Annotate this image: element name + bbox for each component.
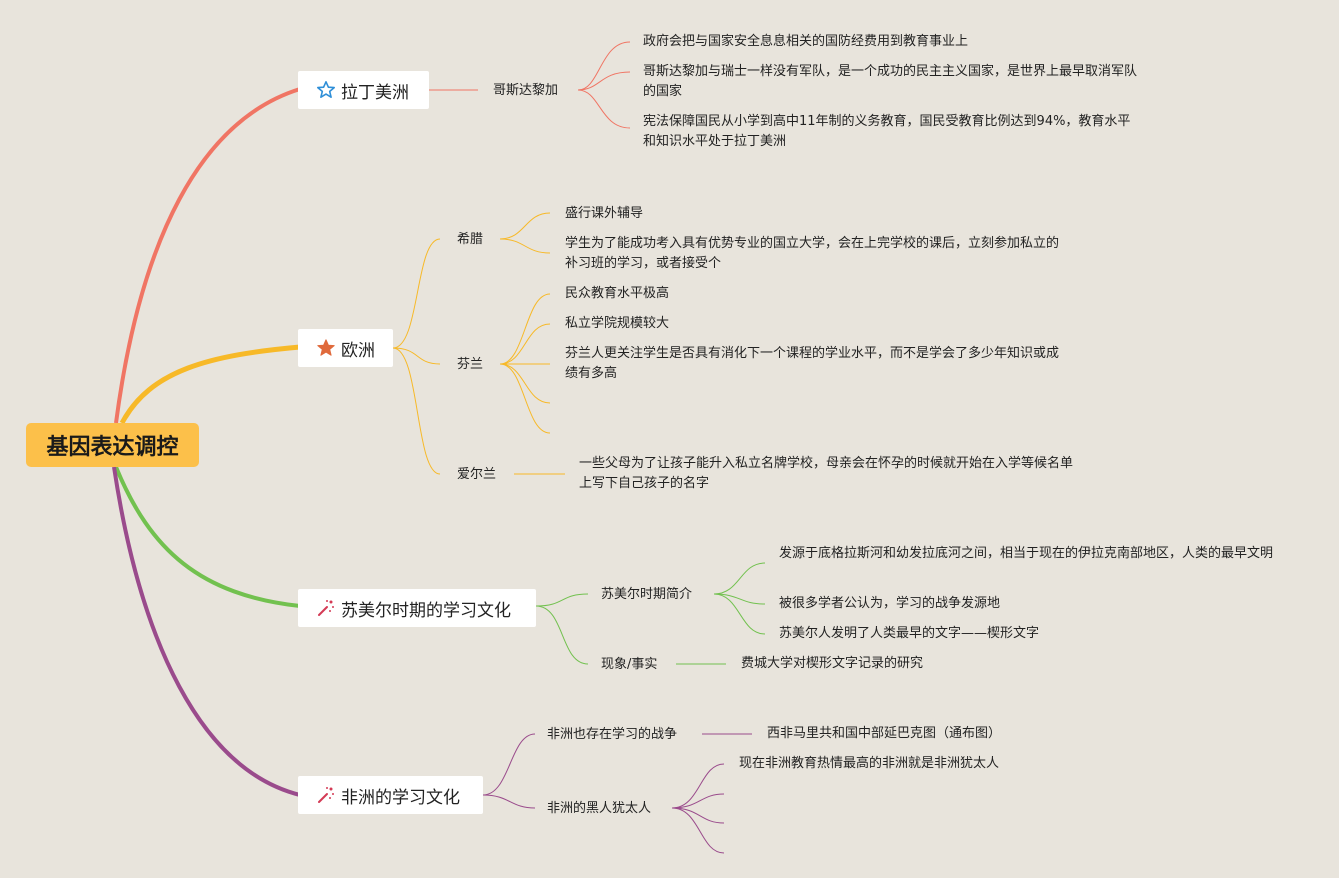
branch-africa[interactable]: 非洲的学习文化 [298,776,483,814]
sub-sumer-intro[interactable]: 苏美尔时期简介 [601,587,693,602]
leaf-item[interactable]: 哥斯达黎加与瑞士一样没有军队，是一个成功的民主主义国家，是世界上最早取消军队的国… [643,64,1138,99]
sub-black-jews[interactable]: 非洲的黑人犹太人 [547,801,652,816]
branch-label: 欧洲 [341,340,375,361]
sub-costa-rica[interactable]: 哥斯达黎加 [493,83,559,98]
branch-latin-america[interactable]: 拉丁美洲 [298,71,429,109]
leaf-item[interactable]: 发源于底格拉斯河和幼发拉底河之间，相当于现在的伊拉克南部地区，人类的最早文明 [779,546,1274,561]
leaf-item[interactable]: 学生为了能成功考入具有优势专业的国立大学，会在上完学校的课后，立刻参加私立的补习… [565,236,1060,271]
main-branch-europe [119,344,301,425]
branch-label: 拉丁美洲 [341,82,409,103]
branch-label: 苏美尔时期的学习文化 [341,600,511,621]
sub-phenomenon[interactable]: 现象/事实 [601,657,658,672]
leaf-item[interactable]: 芬兰人更关注学生是否具有消化下一个课程的学业水平，而不是学会了多少年知识或成绩有… [565,346,1060,381]
star-filled-icon [316,338,336,358]
root-node[interactable]: 基因表达调控 [26,423,199,467]
africa-links [482,733,752,854]
sumer-links [535,562,766,665]
sparkle-wand-icon [316,785,336,805]
sub-ireland[interactable]: 爱尔兰 [457,467,497,482]
sub-africa-war[interactable]: 非洲也存在学习的战争 [547,727,678,742]
leaf-item[interactable]: 费城大学对楔形文字记录的研究 [741,656,924,671]
leaf-item[interactable]: 私立学院规模较大 [565,316,670,331]
leaf-item[interactable]: 政府会把与国家安全息息相关的国防经费用到教育事业上 [643,34,969,49]
leaf-item[interactable]: 一些父母为了让孩子能升入私立名牌学校，母亲会在怀孕的时候就开始在入学等候名单上写… [579,456,1074,491]
main-branch-sumer [114,466,301,608]
latam-links [429,41,631,129]
leaf-item[interactable]: 现在非洲教育热情最高的非洲就是非洲犹太人 [739,756,1000,771]
branch-europe[interactable]: 欧洲 [298,329,393,367]
sparkle-wand-icon [316,598,336,618]
leaf-item[interactable]: 西非马里共和国中部延巴克图（通布图） [767,726,1002,741]
sub-greece[interactable]: 希腊 [457,232,484,247]
branch-sumer[interactable]: 苏美尔时期的学习文化 [298,589,536,627]
leaf-item[interactable]: 被很多学者公认为，学习的战争发源地 [779,596,1001,611]
main-branch-africa [112,466,301,797]
main-branch-latam [114,87,301,424]
leaf-item[interactable]: 苏美尔人发明了人类最早的文字——楔形文字 [779,626,1040,641]
leaf-item[interactable]: 宪法保障国民从小学到高中11年制的义务教育，国民受教育比例达到94%，教育水平和… [643,114,1131,149]
root-label: 基因表达调控 [46,435,179,460]
star-outline-icon [316,80,336,100]
europe-links [392,212,565,475]
branch-label: 非洲的学习文化 [341,787,460,808]
leaf-item[interactable]: 民众教育水平极高 [565,286,670,301]
leaf-item[interactable]: 盛行课外辅导 [565,206,644,221]
sub-finland[interactable]: 芬兰 [457,357,484,372]
